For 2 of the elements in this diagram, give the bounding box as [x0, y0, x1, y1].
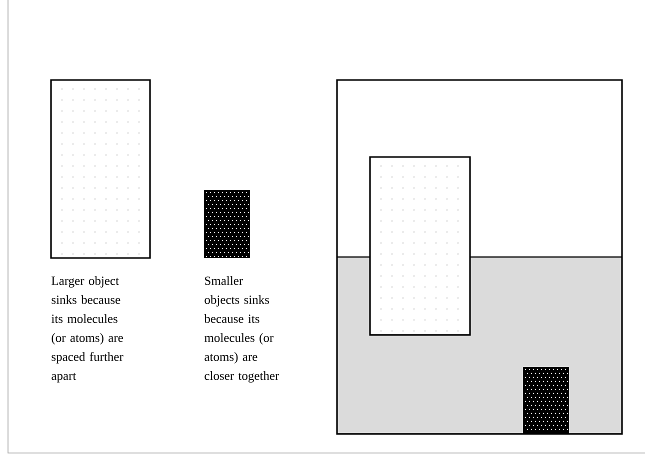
caption-text: Larger object sinks because its molecules (or atoms) are spaced further apart — [51, 276, 124, 383]
caption-text: Smaller objects sinks because its molecules (or atoms) are closer together — [204, 276, 280, 383]
